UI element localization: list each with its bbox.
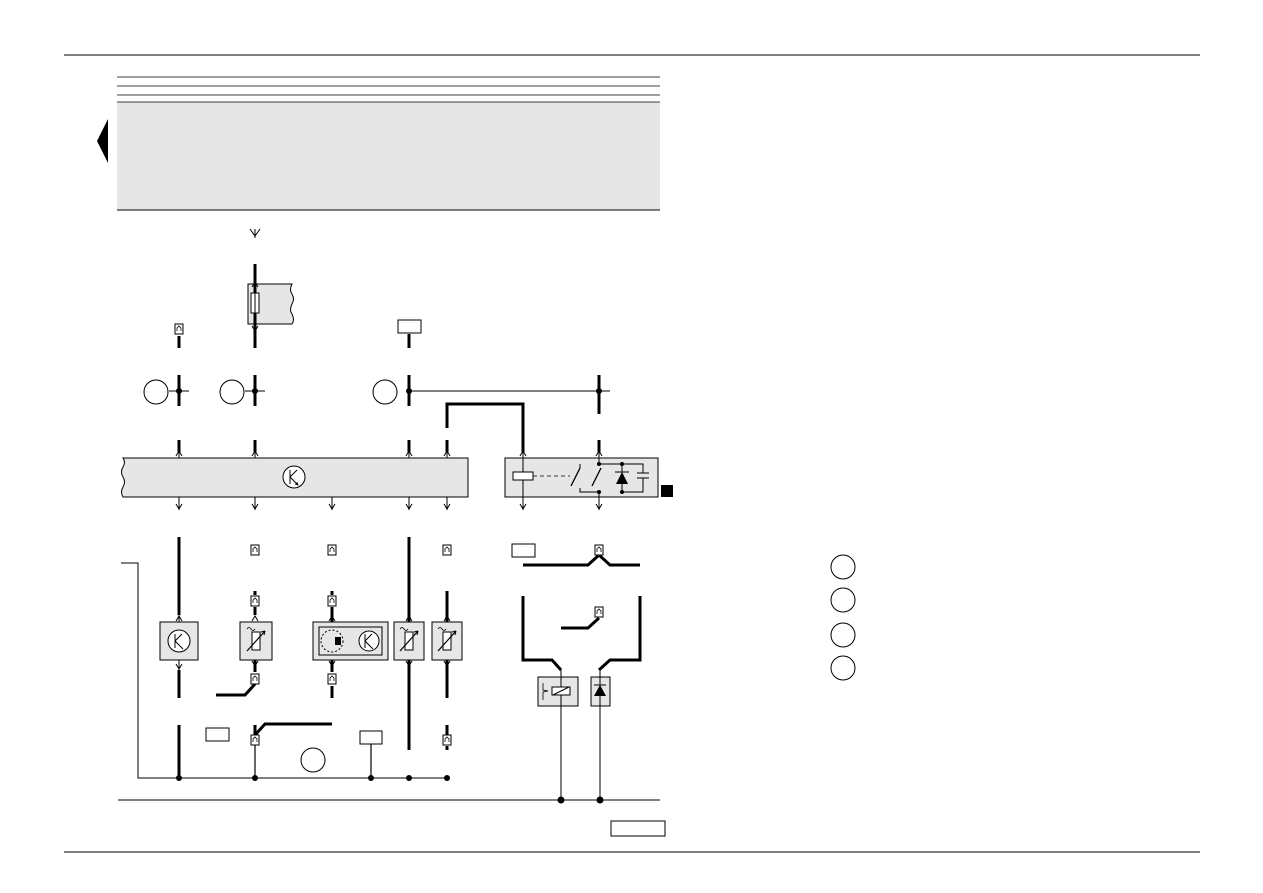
legend-marker-1 [830,554,856,580]
valve-actuator [537,670,579,800]
legend-marker-2 [830,587,856,613]
temperature-sensor-2 [393,615,425,667]
wire-marker-circle [143,379,169,405]
speed-sensor [159,612,199,672]
temperature-sensor-1 [239,615,273,667]
lower-connectors [205,543,604,778]
relay-position-marker [661,485,673,497]
wire-marker-circle [372,379,398,405]
legend-marker-3 [830,622,856,648]
connector-icon [174,323,184,335]
control-unit-icon [282,465,306,489]
terminal-box [397,319,422,334]
relay [504,446,673,510]
sensor-icon [167,629,191,653]
page-marker-icon [97,119,108,163]
control-unit [121,446,469,510]
title-block [117,76,660,211]
wire-marker-circle [300,747,326,773]
diode-component [590,670,611,800]
diode-icon [615,464,629,492]
legend [830,554,856,681]
temperature-sensor-3 [431,615,463,667]
lower-wires [177,537,642,778]
position-sensor [312,615,389,667]
wire-marker-circle [219,379,245,405]
ground-bus [118,562,660,804]
fuse-holder [247,228,294,348]
relay-icon [512,446,649,510]
legend-marker-4 [830,655,856,681]
splice-row [143,379,610,405]
sensor-icon [358,630,380,652]
page-reference-box [610,820,666,837]
